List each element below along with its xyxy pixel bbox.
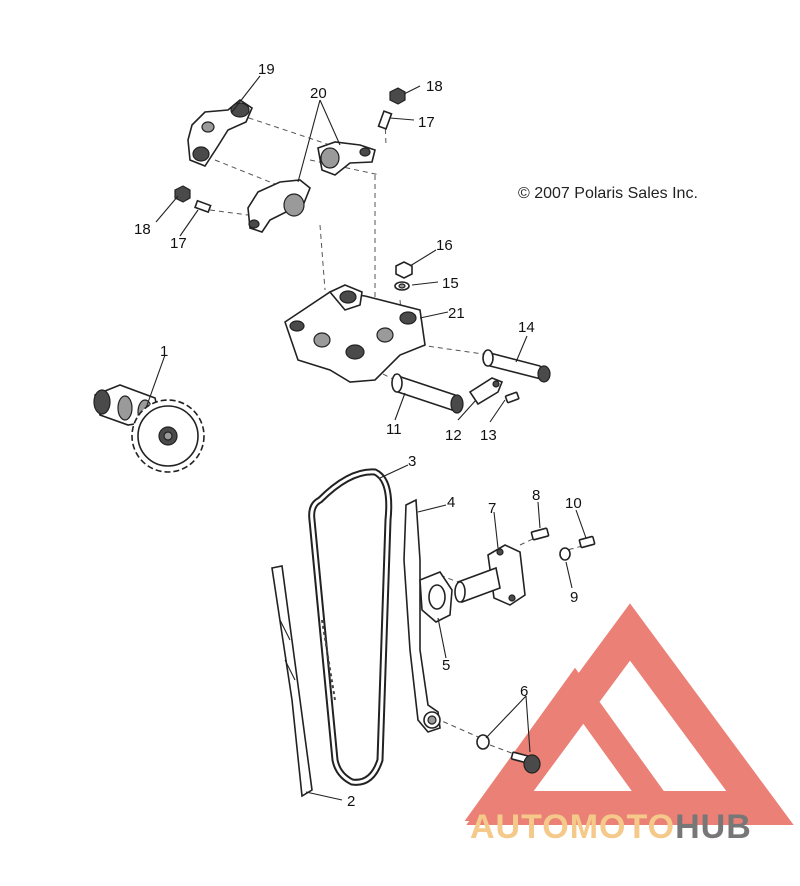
callout-6: 6 xyxy=(520,683,528,700)
callout-18-top: 18 xyxy=(426,78,443,95)
copyright-text: © 2007 Polaris Sales Inc. xyxy=(518,185,698,202)
gasket-part-5 xyxy=(419,571,453,623)
tensioner-blade-part-4 xyxy=(403,498,441,733)
callout-12: 12 xyxy=(445,427,462,444)
leader-lines xyxy=(145,75,587,801)
pivot-bolt-part-6 xyxy=(476,734,541,774)
callout-17-left: 17 xyxy=(170,235,187,252)
timing-chain-part-3 xyxy=(308,468,393,786)
callout-11: 11 xyxy=(386,421,402,438)
rocker-support-part-21 xyxy=(284,284,426,383)
chain-guide-part-2 xyxy=(271,565,313,798)
watermark-moto: MOTO xyxy=(570,808,675,846)
callout-labels: 1 2 3 4 5 6 7 8 9 10 11 12 13 14 15 16 1… xyxy=(134,61,582,810)
chain-tensioner-part-7 xyxy=(454,544,526,606)
callout-18-left: 18 xyxy=(134,221,151,238)
retaining-plate-part-12 xyxy=(468,377,504,406)
watermark-text: AUTOMOTOHUB xyxy=(470,808,752,846)
bolt-part-13 xyxy=(504,391,520,404)
rocker-arm-part-20b xyxy=(247,179,311,233)
callout-19: 19 xyxy=(258,61,275,78)
callout-9: 9 xyxy=(570,589,578,606)
watermark-auto: AUTO xyxy=(470,808,570,846)
callout-16: 16 xyxy=(436,237,453,254)
callout-5: 5 xyxy=(442,657,450,674)
o-ring-part-9 xyxy=(559,547,571,561)
bolt-part-10 xyxy=(578,535,596,549)
callout-7: 7 xyxy=(488,500,496,517)
callout-14: 14 xyxy=(518,319,535,336)
camshaft-part-1 xyxy=(93,384,205,473)
adjuster-screw-part-17-top xyxy=(377,110,393,130)
lock-nut-part-18-left xyxy=(174,185,191,203)
watermark-hub: HUB xyxy=(675,808,752,846)
callout-3: 3 xyxy=(408,453,416,470)
rocker-arm-part-20a xyxy=(317,141,376,176)
watermark-logo xyxy=(464,603,794,825)
washer-part-15 xyxy=(394,281,410,291)
callout-2: 2 xyxy=(347,793,355,810)
rocker-shaft-part-14 xyxy=(482,349,551,383)
rocker-shaft-part-11 xyxy=(391,373,464,414)
callout-4: 4 xyxy=(447,494,455,511)
callout-15: 15 xyxy=(442,275,459,292)
callout-20: 20 xyxy=(310,85,327,102)
callout-21: 21 xyxy=(448,305,465,322)
lock-nut-part-18-top xyxy=(389,87,406,105)
bolt-part-8 xyxy=(530,527,550,541)
adjuster-screw-part-17-left xyxy=(194,199,212,214)
callout-8: 8 xyxy=(532,487,540,504)
rocker-bracket-part-19 xyxy=(187,99,253,167)
callout-10: 10 xyxy=(565,495,582,512)
callout-1: 1 xyxy=(160,343,168,360)
callout-17-top: 17 xyxy=(418,114,435,131)
nut-part-16 xyxy=(395,261,413,279)
callout-13: 13 xyxy=(480,427,497,444)
